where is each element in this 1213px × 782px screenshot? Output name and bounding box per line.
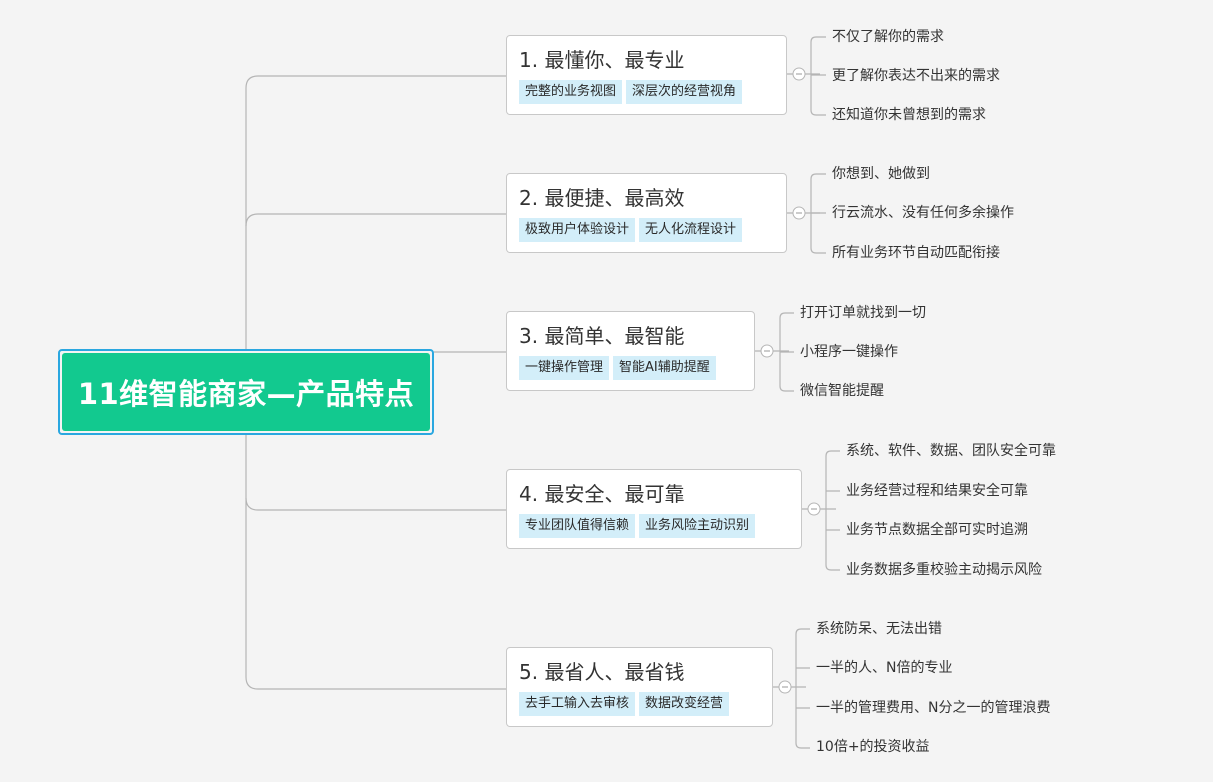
branch-1-collapse-icon	[792, 67, 806, 81]
branch-title: 4. 最安全、最可靠	[519, 482, 685, 506]
branch-tag: 去手工输入去审核	[519, 692, 636, 716]
leaf-node[interactable]: 打开订单就找到一切	[800, 305, 926, 321]
branch-tag: 完整的业务视图	[519, 80, 623, 104]
branch-node-5[interactable]: 5. 最省人、最省钱 去手工输入去审核数据改变经营	[506, 647, 773, 727]
leaf-node[interactable]: 10倍+的投资收益	[816, 739, 930, 755]
leaf-node[interactable]: 系统防呆、无法出错	[816, 621, 942, 637]
branch-3-collapse-icon	[760, 344, 774, 358]
branch-2-collapse-icon	[792, 206, 806, 220]
leaf-node[interactable]: 不仅了解你的需求	[832, 29, 944, 45]
branch-4-collapse-icon	[807, 502, 821, 516]
root-connector-trunk	[245, 75, 506, 349]
leaf-node[interactable]: 一半的管理费用、N分之一的管理浪费	[816, 700, 1051, 716]
branch-tag: 深层次的经营视角	[626, 80, 743, 104]
leaf-node[interactable]: 业务节点数据全部可实时追溯	[846, 522, 1028, 538]
branch-tag: 无人化流程设计	[639, 218, 743, 242]
branch-node-2[interactable]: 2. 最便捷、最高效 极致用户体验设计无人化流程设计	[506, 173, 787, 253]
root-node[interactable]: 11维智能商家—产品特点	[58, 349, 434, 435]
leaf-node[interactable]: 更了解你表达不出来的需求	[832, 68, 1000, 84]
branch-4-leaf-bracket	[825, 450, 840, 571]
root-connector-2	[245, 213, 506, 227]
branch-title: 3. 最简单、最智能	[519, 324, 685, 348]
leaf-node[interactable]: 小程序一键操作	[800, 344, 898, 360]
leaf-node[interactable]: 系统、软件、数据、团队安全可靠	[846, 443, 1056, 459]
root-connector-4	[245, 435, 506, 511]
branch-title: 2. 最便捷、最高效	[519, 186, 685, 210]
branch-2-leaf-bracket	[810, 173, 826, 254]
branch-tag: 一键操作管理	[519, 356, 610, 380]
leaf-node[interactable]: 业务数据多重校验主动揭示风险	[846, 562, 1042, 578]
branch-title: 5. 最省人、最省钱	[519, 660, 685, 684]
leaf-node[interactable]: 一半的人、N倍的专业	[816, 660, 953, 676]
root-title: 11维智能商家—产品特点	[62, 353, 430, 431]
branch-tag: 专业团队值得信赖	[519, 514, 636, 538]
leaf-node[interactable]: 你想到、她做到	[832, 166, 930, 182]
branch-node-4[interactable]: 4. 最安全、最可靠 专业团队值得信赖业务风险主动识别	[506, 469, 802, 549]
root-connector-5	[245, 498, 506, 690]
branch-title: 1. 最懂你、最专业	[519, 48, 685, 72]
branch-node-3[interactable]: 3. 最简单、最智能 一键操作管理智能AI辅助提醒	[506, 311, 755, 391]
branch-tag: 智能AI辅助提醒	[613, 356, 716, 380]
branch-1-leaf-bracket	[810, 36, 826, 116]
leaf-node[interactable]: 微信智能提醒	[800, 383, 884, 399]
leaf-node[interactable]: 业务经营过程和结果安全可靠	[846, 483, 1028, 499]
branch-3-leaf-bracket	[779, 312, 794, 392]
branch-tag: 业务风险主动识别	[639, 514, 756, 538]
leaf-node[interactable]: 行云流水、没有任何多余操作	[832, 205, 1014, 221]
branch-5-collapse-icon	[778, 680, 792, 694]
branch-node-1[interactable]: 1. 最懂你、最专业 完整的业务视图深层次的经营视角	[506, 35, 787, 115]
branch-tag: 极致用户体验设计	[519, 218, 636, 242]
leaf-node[interactable]: 还知道你未曾想到的需求	[832, 107, 986, 123]
branch-5-leaf-bracket	[795, 628, 810, 749]
branch-tag: 数据改变经营	[639, 692, 730, 716]
leaf-node[interactable]: 所有业务环节自动匹配衔接	[832, 245, 1000, 261]
